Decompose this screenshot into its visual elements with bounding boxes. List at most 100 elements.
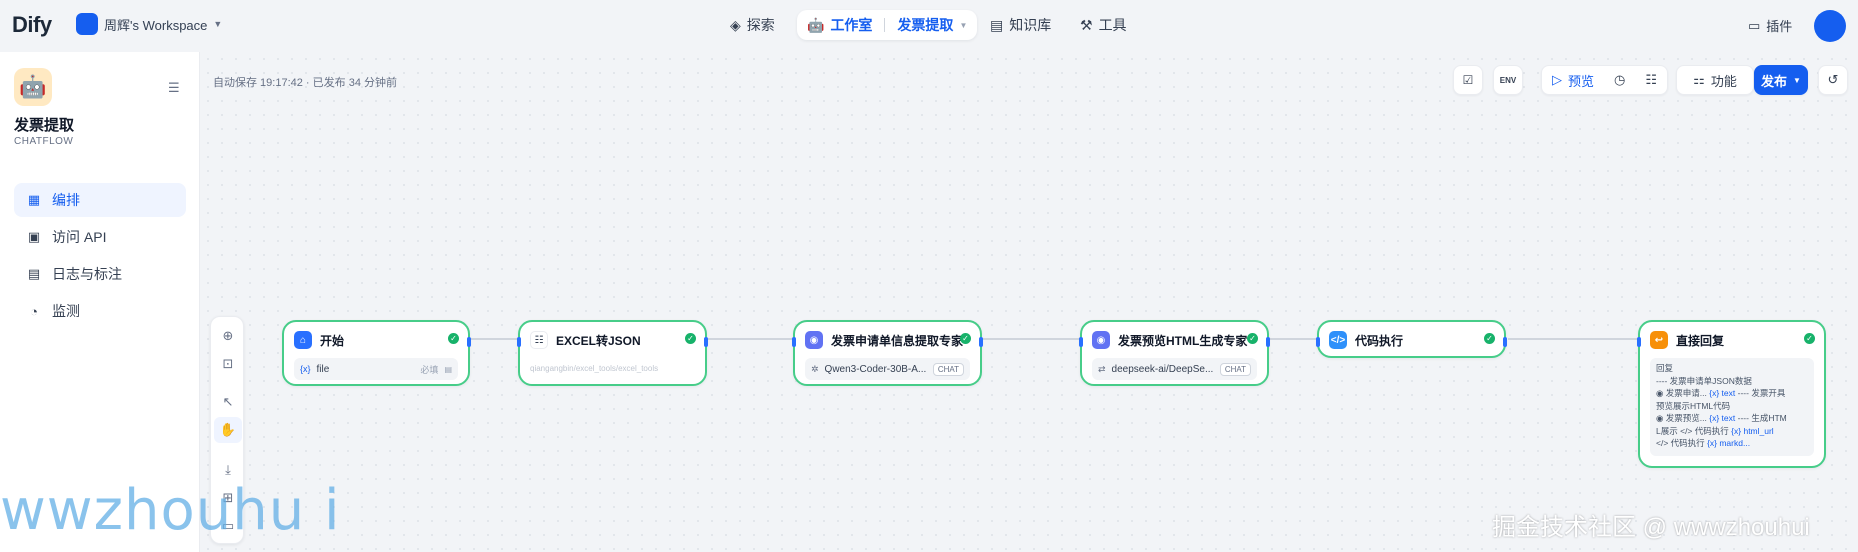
pointer-icon[interactable]: ↖ <box>222 394 234 409</box>
env-button[interactable]: ENV <box>1493 65 1523 95</box>
chevron-down-icon: ▼ <box>1793 75 1801 85</box>
history-run-icon[interactable]: ◷ <box>1614 72 1626 87</box>
workspace-name: 周辉's Workspace <box>104 17 208 33</box>
reply-line: L展示 </> 代码执行 {x} html_url <box>1656 425 1774 436</box>
tool-path: qiangangbin/excel_tools/excel_tools <box>530 364 659 373</box>
plugins-button[interactable]: ▭ 插件 <box>1748 17 1793 35</box>
edge <box>470 338 520 340</box>
edge <box>1269 338 1319 340</box>
model-selector[interactable]: ✲ Qwen3-Coder-30B-A... CHAT <box>805 358 970 380</box>
sidebar-item-api[interactable]: ▣ 访问 API <box>27 229 107 245</box>
node-code-exec[interactable]: </> 代码执行 ✓ <box>1316 320 1507 358</box>
node-html-generator[interactable]: ◉ 发票预览HTML生成专家 ✓ ⇄ deepseek-ai/DeepSe...… <box>1079 320 1270 386</box>
checklist-icon[interactable]: ☷ <box>1645 72 1658 87</box>
current-app-name[interactable]: 发票提取 <box>897 17 954 33</box>
workspace-switcher[interactable]: 周辉's Workspace ▼ <box>76 13 222 35</box>
nav-knowledge[interactable]: ▤ 知识库 <box>990 16 1052 34</box>
checklist-icon: ☑ <box>1462 73 1474 87</box>
nav-tools[interactable]: ⚒ 工具 <box>1080 16 1127 34</box>
reply-icon: ↩ <box>1650 331 1668 349</box>
autosave-status: 自动保存 19:17:42 · 已发布 34 分钟前 <box>213 77 397 89</box>
node-invoice-extract[interactable]: ◉ 发票申请单信息提取专家 ✓ ✲ Qwen3-Coder-30B-A... C… <box>792 320 983 386</box>
success-check-icon: ✓ <box>1484 333 1495 344</box>
nav-explore[interactable]: ◈ 探索 <box>730 16 775 34</box>
edge <box>1508 338 1638 340</box>
input-handle[interactable] <box>1637 337 1641 347</box>
output-handle[interactable] <box>467 337 471 347</box>
terminal-icon: ▣ <box>27 229 41 244</box>
tool-icon: ☷ <box>530 331 548 349</box>
success-check-icon: ✓ <box>448 333 459 344</box>
llm-icon: ◉ <box>1092 331 1110 349</box>
input-handle[interactable] <box>517 337 521 347</box>
workspace-avatar <box>76 13 98 35</box>
nav-studio[interactable]: 🤖 工作室 发票提取 ▼ <box>797 10 978 40</box>
output-handle[interactable] <box>1503 337 1507 347</box>
robot-icon: 🤖 <box>807 16 825 33</box>
publish-button[interactable]: 发布 ▼ <box>1754 65 1808 95</box>
canvas-toolbar: ⊕ ⊡ ↖ ✋ ⤓ ⊞ ▭ <box>210 316 244 544</box>
code-icon: </> <box>1656 438 1669 448</box>
code-icon: </> <box>1329 331 1347 349</box>
node-start[interactable]: ⌂ 开始 ✓ {x} file 必填 ▤ <box>282 320 471 386</box>
sidebar-item-orchestrate[interactable]: ▦ 编排 <box>14 183 186 217</box>
layout-icon: ▦ <box>27 192 41 207</box>
reply-line: ◉ 发票预览... {x} text ---- 生成HTM <box>1656 413 1787 423</box>
minimap-icon[interactable]: ▭ <box>221 518 235 533</box>
model-icon: ✲ <box>811 363 819 374</box>
node-header: ☷ EXCEL转JSON <box>530 331 641 349</box>
version-history-button[interactable]: ↺ <box>1818 65 1848 95</box>
export-image-icon[interactable]: ⤓ <box>225 462 231 477</box>
app-name: 发票提取 <box>14 117 75 134</box>
add-node-icon[interactable]: ⊕ <box>222 328 234 343</box>
workflow-canvas[interactable] <box>201 52 1858 552</box>
start-variable: {x} file 必填 ▤ <box>294 358 458 380</box>
sidebar-item-logs[interactable]: ▤ 日志与标注 <box>27 266 122 282</box>
sidebar-item-monitor[interactable]: ◔ 监测 <box>14 294 186 328</box>
plugin-icon: ▭ <box>1748 17 1761 33</box>
node-direct-reply[interactable]: ↩ 直接回复 ✓ 回复 ---- 发票申请单JSON数据 ◉ 发票申请... {… <box>1637 320 1826 468</box>
success-check-icon: ✓ <box>960 333 971 344</box>
organize-icon[interactable]: ⊞ <box>222 490 234 505</box>
history-icon: ↺ <box>1827 72 1839 87</box>
preview-button[interactable]: 预览 <box>1568 73 1595 89</box>
success-check-icon: ✓ <box>1247 333 1258 344</box>
settings-icon[interactable]: ☰ <box>168 80 180 95</box>
hammer-icon: ⚒ <box>1080 16 1093 33</box>
output-handle[interactable] <box>1266 337 1270 347</box>
output-handle[interactable] <box>979 337 983 347</box>
input-handle[interactable] <box>1079 337 1083 347</box>
node-header: ↩ 直接回复 <box>1650 331 1724 349</box>
app-sidebar: 🤖 ☰ 发票提取 CHATFLOW ▦ 编排 ▣ 访问 API ▤ 日志与标注 … <box>0 52 200 552</box>
nav-divider <box>884 18 886 32</box>
top-bar: Dify 周辉's Workspace ▼ ◈ 探索 🤖 工作室 发票提取 ▼ … <box>0 0 1858 52</box>
edge <box>707 338 793 340</box>
llm-icon: ◉ <box>1656 413 1664 423</box>
checklist-button[interactable]: ☑ <box>1453 65 1483 95</box>
compass-icon: ◈ <box>730 16 741 33</box>
preview-group: ▷ 预览 ◷ ☷ <box>1541 65 1668 95</box>
link-icon: ⇄ <box>1098 363 1106 374</box>
app-type: CHATFLOW <box>14 136 74 147</box>
user-avatar[interactable] <box>1814 10 1846 42</box>
watermark-left: wwzhouhu i <box>0 478 341 543</box>
features-button[interactable]: ⚏ 功能 <box>1676 65 1754 95</box>
node-excel-to-json[interactable]: ☷ EXCEL转JSON ✓ qiangangbin/excel_tools/e… <box>517 320 708 386</box>
features-icon: ⚏ <box>1693 72 1705 87</box>
output-handle[interactable] <box>704 337 708 347</box>
llm-icon: ◉ <box>805 331 823 349</box>
dify-logo[interactable]: Dify <box>12 12 52 37</box>
node-header: ◉ 发票预览HTML生成专家 <box>1092 331 1247 349</box>
success-check-icon: ✓ <box>1804 333 1815 344</box>
edge <box>982 338 1080 340</box>
reply-line: ◉ 发票申请... {x} text ---- 发票开具 <box>1656 388 1786 398</box>
document-icon: ▤ <box>27 266 41 281</box>
input-handle[interactable] <box>792 337 796 347</box>
hand-icon[interactable]: ✋ <box>214 417 242 443</box>
input-handle[interactable] <box>1316 337 1320 347</box>
model-selector[interactable]: ⇄ deepseek-ai/DeepSe... CHAT <box>1092 358 1257 380</box>
reply-line: </> 代码执行 {x} markd... <box>1656 438 1751 448</box>
env-icon: ENV <box>1499 75 1517 85</box>
add-note-icon[interactable]: ⊡ <box>222 356 234 371</box>
play-icon[interactable]: ▷ <box>1552 72 1562 87</box>
